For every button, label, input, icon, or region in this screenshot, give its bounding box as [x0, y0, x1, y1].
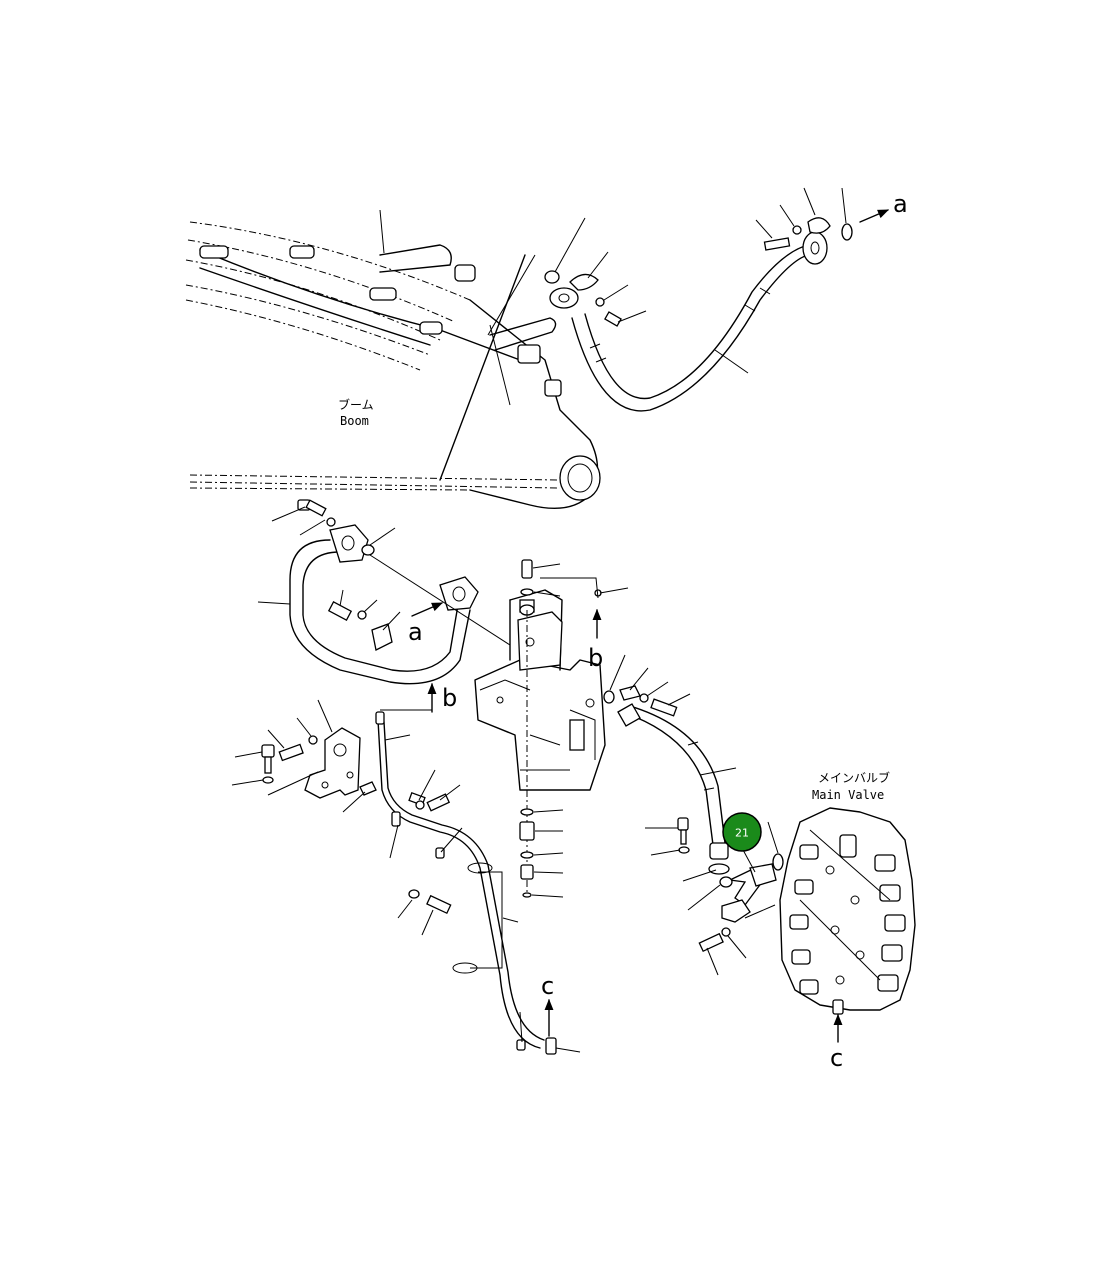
leader-callout-21 — [741, 847, 756, 873]
leader-right-oring3 — [767, 821, 779, 854]
callout-21-number[interactable]: 21 — [735, 827, 749, 840]
arrow-label-a-top: a — [893, 190, 908, 218]
leader-right-oring2 — [687, 884, 721, 911]
boom-cylinder-details — [199, 245, 476, 335]
leader-top-oring — [554, 217, 586, 273]
leader-small-bolt — [439, 784, 461, 801]
leader-bracket-washer2 — [296, 717, 312, 737]
leader-top-flange — [587, 251, 609, 279]
leader-center-7 — [533, 871, 564, 874]
leader-left-clamp — [382, 611, 401, 631]
boom-label-jp: ブーム — [338, 397, 374, 412]
center-valve-block — [474, 589, 606, 791]
boom-outline — [185, 221, 601, 510]
arrow-label-c-left: c — [541, 972, 554, 1000]
leader-right-bolt — [667, 693, 691, 706]
leader-boom-clamp — [487, 254, 536, 336]
leader-bracket-bolt2 — [267, 729, 285, 749]
arrow-a-mid — [411, 602, 444, 617]
left-bracket — [261, 727, 377, 799]
leader-dash-pipe-valve — [369, 554, 511, 646]
leader-left-pipe — [257, 601, 291, 605]
main-valve-label-jp: メインバルブ — [818, 770, 890, 785]
leader-small-pipe-clip — [440, 827, 463, 853]
leader-center-8 — [531, 894, 564, 898]
arrow-label-b-right: b — [588, 644, 603, 672]
leader-right-washer — [646, 681, 669, 697]
leader-left-bolt — [271, 506, 306, 522]
leader-center-1 — [532, 563, 561, 569]
leader-small-pipe-top — [384, 734, 411, 741]
leader-right-washer3 — [727, 935, 747, 959]
right-group-line — [744, 904, 776, 919]
leader-right-washer2 — [650, 849, 681, 856]
leader-bracket-bolt — [234, 751, 263, 758]
center-fittings — [519, 559, 602, 898]
leader-left-washer — [299, 519, 326, 536]
leader-small-bolt2 — [421, 909, 434, 936]
leader-center-4 — [533, 809, 564, 813]
leader-top-hose — [714, 349, 749, 374]
leader-small-washer2 — [397, 899, 413, 919]
leader-left-bolt2 — [339, 589, 344, 607]
leader-center-2 — [533, 591, 561, 597]
callout-21-badge[interactable]: 21 — [722, 812, 762, 852]
leader-right-bolt3 — [706, 947, 719, 976]
small-pipe-left — [375, 711, 557, 1055]
leader-small-washer — [418, 769, 436, 801]
leader-center-6 — [533, 852, 564, 856]
b-bracket-left — [380, 700, 433, 711]
leader-center-3 — [599, 587, 629, 594]
leader-top-bolt — [617, 310, 647, 323]
leader-boom-pipe — [379, 209, 385, 254]
leader-right-oring — [609, 654, 626, 691]
arrow-a-top — [859, 209, 890, 223]
right-hose — [603, 685, 784, 953]
leader-right-flange — [629, 667, 649, 691]
leader-small-pipe-clamp — [389, 824, 399, 859]
top-hose — [544, 217, 853, 412]
leader-top-bolt2 — [755, 219, 773, 239]
boom-label-en: Boom — [340, 414, 369, 428]
b-bracket-line — [540, 577, 599, 599]
left-steel-pipe — [289, 499, 479, 685]
leader-left-oring — [369, 527, 396, 546]
arrow-label-a-mid: a — [408, 618, 423, 646]
leader-top-oring2 — [841, 187, 847, 224]
leader-top-washer2 — [779, 204, 795, 227]
leader-right-hose — [699, 767, 737, 776]
main-valve — [779, 807, 916, 1015]
leader-small-pipe-fitting — [555, 1047, 581, 1053]
leader-small-pipe-end — [519, 1011, 523, 1043]
arrow-label-b-left: b — [442, 684, 457, 712]
leader-bracket-washer — [231, 779, 264, 786]
leader-bracket-body — [317, 699, 333, 733]
main-valve-label-en: Main Valve — [812, 788, 884, 802]
bracket-group-line — [267, 771, 319, 796]
leader-top-flange2 — [803, 187, 816, 216]
arrow-label-c-right: c — [830, 1044, 843, 1072]
leader-bracket-spacer — [342, 791, 366, 813]
band-group-line — [470, 871, 503, 969]
leader-boom-bracket — [489, 324, 511, 406]
leader-top-washer — [603, 284, 629, 301]
leader-right-elbow — [682, 869, 717, 882]
leader-left-washer2 — [363, 599, 378, 613]
leader-band — [502, 917, 519, 923]
